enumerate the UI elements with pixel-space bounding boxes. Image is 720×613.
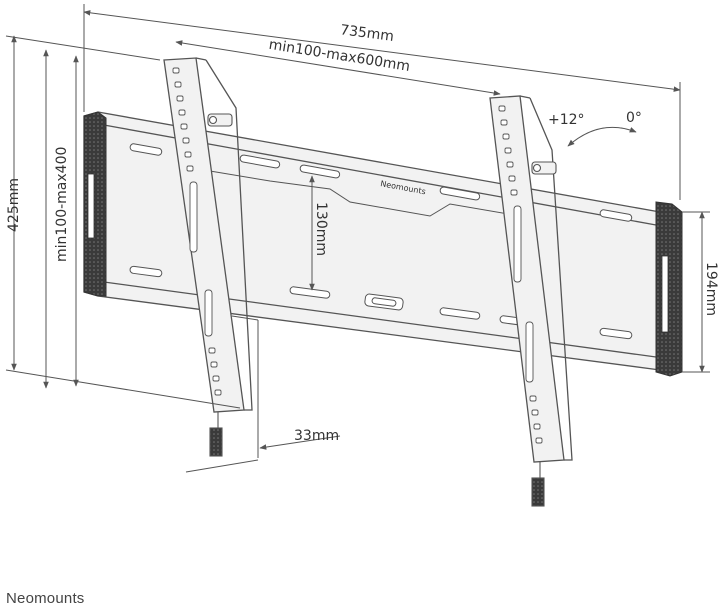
- rail-spacing-label: 130mm: [313, 202, 329, 256]
- plate-center-ridge: [209, 170, 521, 217]
- dimension-lines: [5, 4, 710, 473]
- right-arm-knob: [531, 161, 557, 175]
- left-arm-knob: [207, 113, 233, 127]
- left-safety-pin: [209, 412, 223, 457]
- wall-plate: [83, 111, 681, 373]
- overall-height-label: 425mm: [6, 178, 22, 232]
- right-safety-pin: [531, 462, 545, 507]
- right-arm-holes: [498, 105, 543, 444]
- arm-height-label: min100-max400: [54, 147, 70, 262]
- tilt-zero-label: 0°: [626, 110, 642, 126]
- tilt-up-label: +12°: [548, 112, 585, 128]
- plate-slots-upper: [129, 143, 633, 222]
- plate-height-label: 194mm: [703, 262, 719, 316]
- overall-width-label: 735mm: [339, 22, 395, 45]
- footer-brand-logo: Neomounts: [6, 590, 85, 607]
- right-end-pad: [655, 201, 683, 377]
- plate-slots-lower: [129, 265, 633, 340]
- left-end-pad: [83, 111, 107, 297]
- wall-distance-label: 33mm: [294, 428, 339, 444]
- right-arm: [489, 95, 573, 463]
